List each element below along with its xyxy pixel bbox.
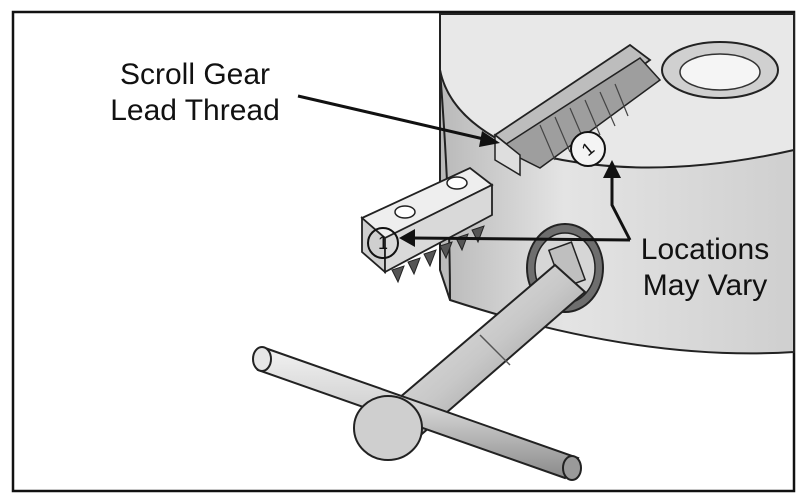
callout-arrows <box>297 94 632 247</box>
scroll-gear-label-line1: Scroll Gear <box>119 58 271 91</box>
chuck-marker-circle <box>570 131 606 167</box>
scroll-thread <box>539 83 629 161</box>
locations-label-line2: May Vary <box>642 269 768 302</box>
locations-label-line1: Locations <box>640 233 770 266</box>
jaw-slot <box>493 43 662 177</box>
jaw-marker-circle <box>367 227 399 259</box>
jaw-hole <box>394 205 416 219</box>
jaw-hole <box>446 176 468 190</box>
scroll-gear-label-line2: Lead Thread <box>110 94 280 127</box>
chuck-key <box>252 263 587 481</box>
scroll-gear-callout: Scroll Gear Lead Thread <box>80 57 310 129</box>
jaw-marker-number: 1 <box>377 233 388 253</box>
jaw <box>360 166 494 284</box>
locations-callout: Locations May Vary <box>610 232 800 304</box>
